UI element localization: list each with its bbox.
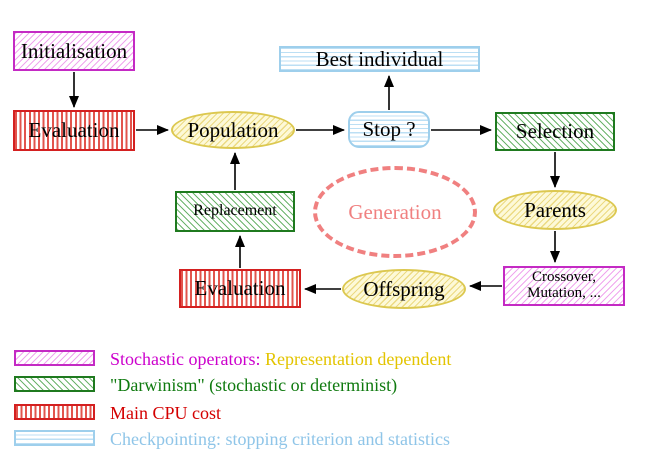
node-population: Population — [171, 111, 295, 149]
legend-swatch-checkpointing — [14, 430, 95, 446]
legend-swatch-stochastic-operators — [14, 350, 95, 366]
legend-row-cpu-cost: Main CPU cost — [110, 403, 222, 423]
legend-row-checkpointing: Checkpointing: stopping criterion and st… — [110, 429, 450, 449]
legend-swatch-darwinism — [14, 376, 95, 392]
legend-label-representation: Representation dependent — [264, 349, 452, 369]
node-replacement: Replacement — [175, 191, 295, 232]
legend-row-darwinism: "Darwinism" (stochastic or determinist) — [110, 375, 398, 395]
node-initialisation: Initialisation — [13, 31, 135, 71]
node-evaluation-bottom: Evaluation — [179, 269, 301, 308]
crossover-line1: Crossover, — [532, 269, 596, 286]
legend-row-stochastic-operators: Stochastic operators: Representation dep… — [110, 350, 451, 368]
node-offspring: Offspring — [342, 269, 466, 309]
node-parents: Parents — [493, 190, 617, 230]
node-best-individual: Best individual — [279, 46, 480, 72]
node-generation: Generation — [313, 166, 477, 258]
node-evaluation-top: Evaluation — [13, 110, 135, 151]
legend-label-stochastic: Stochastic operators: — [110, 349, 261, 369]
crossover-line2: Mutation, ... — [527, 285, 601, 301]
node-selection: Selection — [495, 112, 615, 151]
legend-swatch-cpu-cost — [14, 404, 95, 420]
node-stop: Stop ? — [348, 111, 430, 148]
node-crossover-mutation: Crossover, Mutation, ... — [503, 266, 625, 306]
